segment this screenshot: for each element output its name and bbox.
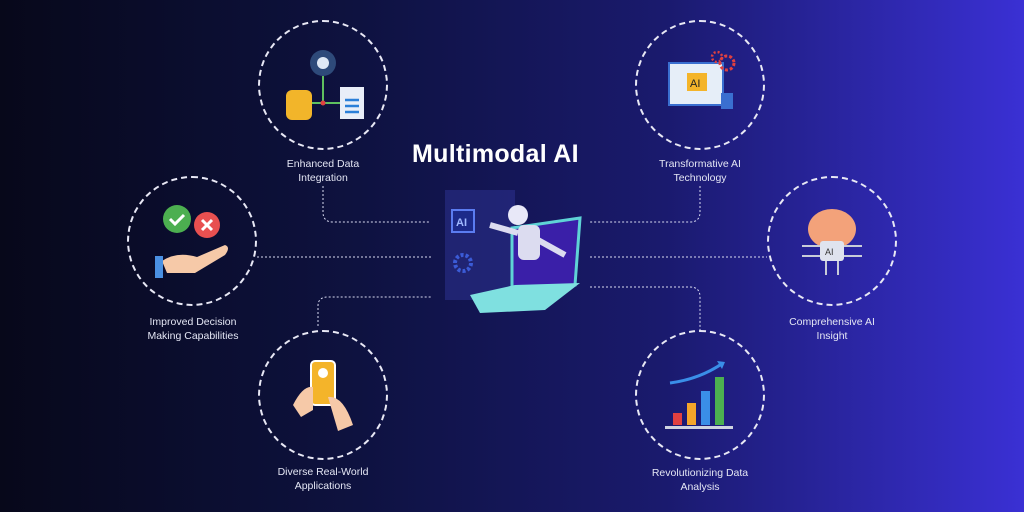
- feature-circle-insight: AI: [767, 176, 897, 306]
- robot-laptop-icon: AI: [445, 190, 582, 313]
- hand-check-cross-icon: [155, 205, 228, 278]
- feature-circle-data-analysis: [635, 330, 765, 460]
- ai-screen-gears-icon: AI: [668, 50, 736, 109]
- feature-circle-real-world: [258, 330, 388, 460]
- connector-real-world: [317, 296, 432, 326]
- page-title: Multimodal AI: [412, 140, 579, 168]
- feature-label-transformative: Transformative AI Technology: [659, 158, 741, 184]
- connector-data-integration: [322, 186, 430, 223]
- feature-circle-data-integration: [258, 20, 388, 150]
- feature-circle-decision-making: [127, 176, 257, 306]
- connector-transformative: [590, 186, 701, 223]
- feature-label-decision-making: Improved Decision Making Capabilities: [147, 316, 239, 342]
- smartphone-hands-icon: [293, 360, 353, 431]
- feature-label-insight: Comprehensive AI Insight: [789, 316, 875, 342]
- ai-brain-chip-icon: AI: [802, 209, 862, 275]
- feature-label-data-analysis: Revolutionizing Data Analysis: [651, 467, 749, 493]
- database-gear-document-icon: [286, 50, 364, 120]
- feature-label-real-world: Diverse Real-World Applications: [277, 466, 369, 492]
- svg-text:AI: AI: [825, 247, 834, 257]
- connector-data-analysis: [590, 286, 701, 330]
- svg-text:AI: AI: [690, 78, 700, 90]
- feature-label-data-integration: Enhanced Data Integration: [286, 158, 360, 184]
- gear-icon: [453, 253, 473, 273]
- ai-chip-text: AI: [456, 217, 467, 229]
- bar-chart-growth-icon: [665, 361, 733, 429]
- feature-circle-transformative: AI: [635, 20, 765, 150]
